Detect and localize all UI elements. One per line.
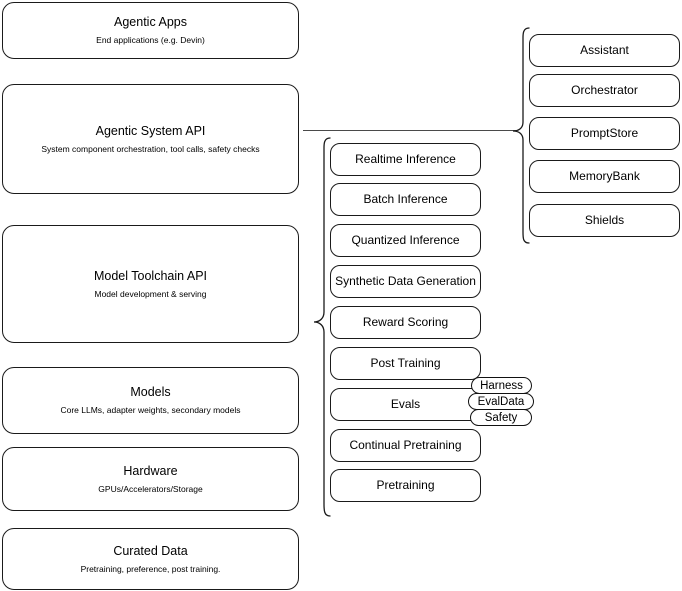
capability-label: Continual Pretraining (349, 438, 462, 452)
capability-label: Realtime Inference (355, 152, 456, 166)
capability-label: Evals (390, 397, 421, 411)
stack-layer-agentic-system-api[interactable]: Agentic System API System component orch… (2, 84, 299, 194)
capability-batch-inference[interactable]: Batch Inference (330, 183, 481, 216)
layer-subtitle: End applications (e.g. Devin) (96, 35, 205, 45)
layer-subtitle: Pretraining, preference, post training. (80, 563, 221, 574)
eval-badge-label: EvalData (477, 395, 525, 408)
stack-layer-curated-data[interactable]: Curated Data Pretraining, preference, po… (2, 528, 299, 590)
layer-title: Models (130, 385, 171, 400)
component-label: Shields (584, 213, 625, 227)
stack-layer-model-toolchain-api[interactable]: Model Toolchain API Model development & … (2, 225, 299, 343)
capability-label: Post Training (370, 356, 441, 370)
layer-title: Model Toolchain API (93, 268, 208, 283)
component-memorybank[interactable]: MemoryBank (529, 160, 680, 193)
component-label: MemoryBank (569, 169, 640, 183)
layer-title: Agentic Apps (114, 15, 187, 30)
component-label: PromptStore (570, 126, 639, 140)
brace-agentic-components (505, 26, 531, 246)
eval-badge-safety[interactable]: Safety (470, 409, 532, 426)
eval-badge-label: Harness (480, 379, 523, 392)
capability-realtime-inference[interactable]: Realtime Inference (330, 143, 481, 176)
layer-title: Agentic System API (95, 123, 206, 138)
capability-label: Reward Scoring (362, 315, 449, 329)
capability-reward-scoring[interactable]: Reward Scoring (330, 306, 481, 339)
component-promptstore[interactable]: PromptStore (529, 117, 680, 150)
layer-title: Curated Data (113, 543, 188, 558)
capability-pretraining[interactable]: Pretraining (330, 469, 481, 502)
component-orchestrator[interactable]: Orchestrator (529, 74, 680, 107)
stack-layer-models[interactable]: Models Core LLMs, adapter weights, secon… (2, 367, 299, 434)
component-assistant[interactable]: Assistant (529, 34, 680, 67)
capability-post-training[interactable]: Post Training (330, 347, 481, 380)
connector-line-agentic-system-api (303, 130, 517, 132)
capability-label: Quantized Inference (351, 233, 460, 247)
component-label: Orchestrator (571, 83, 638, 97)
component-shields[interactable]: Shields (529, 204, 680, 237)
capability-label: Batch Inference (363, 192, 448, 206)
layer-subtitle: Core LLMs, adapter weights, secondary mo… (60, 405, 241, 415)
layer-subtitle: GPUs/Accelerators/Storage (98, 483, 203, 494)
capability-evals[interactable]: Evals (330, 388, 481, 421)
capability-continual-pretraining[interactable]: Continual Pretraining (330, 429, 481, 462)
eval-badge-label: Safety (484, 411, 518, 424)
stack-layer-hardware[interactable]: Hardware GPUs/Accelerators/Storage (2, 447, 299, 511)
component-label: Assistant (580, 43, 629, 57)
capability-quantized-inference[interactable]: Quantized Inference (330, 224, 481, 257)
eval-badge-evaldata[interactable]: EvalData (468, 393, 534, 410)
capability-label: Synthetic Data Generation (335, 274, 476, 288)
capability-synthetic-data-generation[interactable]: Synthetic Data Generation (330, 265, 481, 298)
layer-subtitle: Model development & serving (94, 288, 207, 299)
layer-title: Hardware (123, 463, 178, 478)
eval-badge-harness[interactable]: Harness (471, 377, 532, 394)
brace-toolchain-capabilities (306, 136, 332, 518)
stack-layer-agentic-apps[interactable]: Agentic Apps End applications (e.g. Devi… (2, 2, 299, 59)
layer-subtitle: System component orchestration, tool cal… (41, 143, 260, 154)
capability-label: Pretraining (376, 478, 435, 492)
